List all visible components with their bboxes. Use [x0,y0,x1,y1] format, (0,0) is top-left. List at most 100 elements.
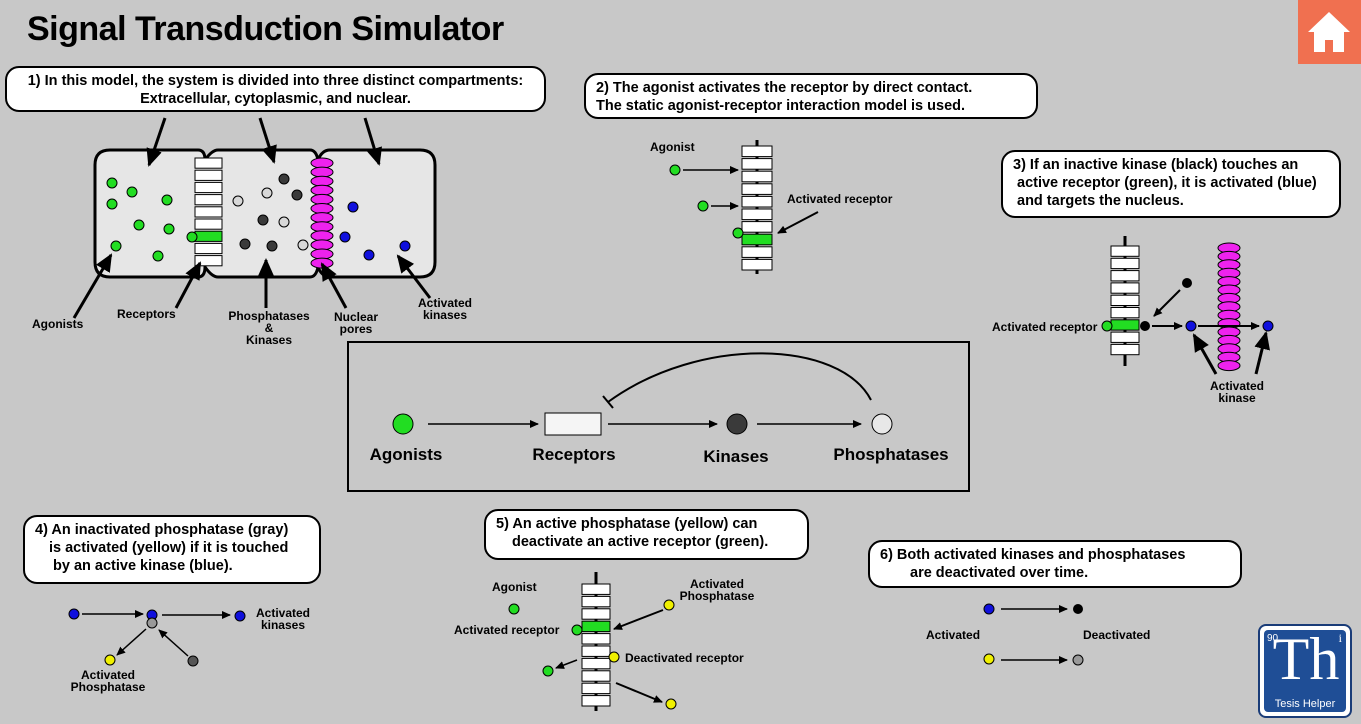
receptor-segment [581,682,611,695]
receptor-segment [1110,257,1140,270]
receptor-segment [194,181,223,194]
receptor-segment [581,695,611,707]
nuclear-pore-segment [310,166,334,178]
agonist-particle [133,219,145,231]
receptor-segment [1110,270,1140,282]
agonist-particle [152,250,164,262]
receptor-segment [741,246,773,258]
receptor-segment [581,633,611,645]
label-receptors: Receptors [117,307,176,321]
receptor-segment [581,670,611,682]
nuclear-pore-segment [310,175,334,187]
label-agonists: Agonists [32,317,84,331]
receptor-segment [741,183,773,195]
tesis-helper-logo[interactable]: 90 i Th Tesis Helper [1258,624,1352,718]
receptor-segment [194,242,223,255]
receptor-segment-active [741,233,773,246]
nuclear-pore-segment [310,212,334,224]
decay-diagram [983,603,1084,666]
receptor-segment [581,645,611,657]
nuclear-pore-segment [310,248,334,260]
receptor-segment [194,157,223,169]
label-activated-receptor: Activated receptor [787,192,893,206]
activated-kinase-particle [399,240,411,252]
receptor-segment [1110,331,1140,343]
activated-kinase-particle [339,231,351,243]
home-icon [1308,12,1350,52]
receptor-segment [581,583,611,595]
agonist-particle [161,194,173,206]
note-agonist-activation: 2) The agonist activates the receptor by… [584,73,1038,119]
phosphatase-particle [232,195,244,207]
agonist-particle [1101,320,1113,332]
flow-label-phosphatases: Phosphatases [833,445,949,464]
agonist-particle [163,223,175,235]
page-title: Signal Transduction Simulator [27,10,504,48]
receptor-segment [194,194,223,206]
nuclear-pore-segment [310,221,334,233]
receptor-segment [741,158,773,170]
note-compartments: 1) In this model, the system is divided … [5,66,546,112]
flow-label-kinases: Kinases [703,447,769,466]
agonist-particle [126,186,138,198]
receptor-segment [741,195,773,208]
receptor-segment [741,258,773,271]
label-deactivated-receptor: Deactivated receptor [625,651,744,665]
label-deactivated: Deactivated [1083,628,1151,642]
receptor-segment [741,221,773,233]
logo-badge: 90 i Th Tesis Helper [1264,630,1346,712]
home-button[interactable] [1298,0,1361,64]
note-deactivation-over-time: 6) Both activated kinases and phosphatas… [868,540,1242,588]
agonist-particle [732,227,744,239]
phosphatase-activation-diagram [68,608,246,667]
kinase-activation-diagram [1101,236,1274,375]
note-phosphatase-activation: 4) An inactivated phosphatase (gray)is a… [23,515,321,584]
note-kinase-activation: 3) If an inactive kinase (black) touches… [1001,150,1341,218]
activated-kinase-particle [347,201,359,213]
nuclear-pore-segment [1217,360,1241,372]
receptor-segment [581,657,611,670]
nuclear-pore-segment [310,193,334,205]
receptor-segment [194,206,223,218]
agonist-receptor-diagram [669,140,819,274]
receptor-segment [1110,245,1140,257]
receptor-deactivation-diagram [508,572,677,711]
receptor-segment [1110,294,1140,307]
kinase-particle [278,173,290,185]
compartment-diagram [72,117,437,319]
label-phosphatases-kinases: Phosphatases&Kinases [228,309,310,347]
receptor-segment-active [1110,319,1140,331]
flow-label-receptors: Receptors [532,445,616,464]
receptor-segment [194,169,223,181]
label-agonist: Agonist [650,140,695,154]
receptor-segment [194,218,223,230]
receptor-segment [194,255,223,267]
agonist-particle [186,231,198,243]
pathway-summary [347,341,970,492]
nuclear-pore-segment [310,203,334,214]
label-activated-receptor: Activated receptor [454,623,560,637]
label-activated-receptor: Activated receptor [992,320,1098,334]
agonist-particle [106,198,118,210]
agonist-particle [110,240,122,252]
nuclear-pore-segment [310,239,334,251]
agonist-particle [571,624,583,636]
flow-label-agonists: Agonists [369,445,443,464]
nuclear-pore-segment [310,157,334,169]
receptor-segment [1110,282,1140,294]
receptor-segment-active [194,230,223,242]
receptor-segment [581,595,611,608]
phosphatase-particle [278,216,290,228]
agonist-particle [106,177,118,189]
activated-kinase-particle [363,249,375,261]
nuclear-pore-segment [310,230,334,242]
receptor-segment [741,145,773,158]
kinase-particle [266,240,278,252]
